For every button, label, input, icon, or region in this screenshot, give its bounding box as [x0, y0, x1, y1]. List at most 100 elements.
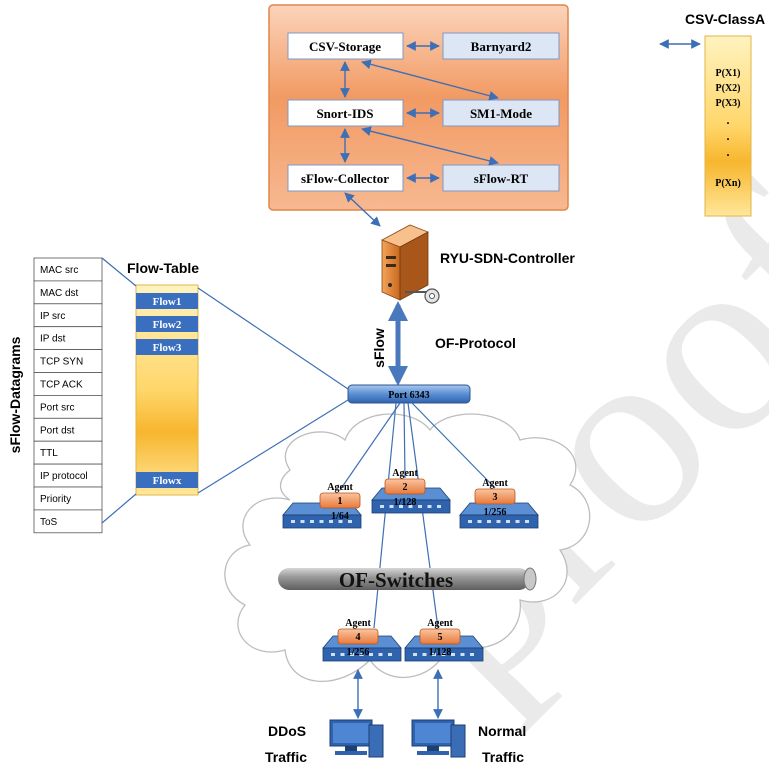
switch-port: [319, 520, 324, 523]
switch-port: [338, 520, 343, 523]
switch-port: [399, 505, 403, 508]
switch-port: [506, 520, 510, 523]
agent-badge: [474, 488, 516, 505]
switch-port: [331, 653, 335, 656]
switch-port: [451, 653, 455, 656]
switch-port: [470, 653, 474, 656]
csv-classa-title: CSV-ClassA: [685, 11, 765, 27]
flow-row: Flow3: [153, 342, 182, 354]
csv-classa: CSV-ClassA P(X1) P(X2) P(X3) . . . P(Xn): [685, 11, 765, 217]
switch-3: Agent 3 1/256: [459, 478, 539, 529]
datagram-field-label: Priority: [40, 494, 71, 505]
classa-item: .: [727, 145, 730, 159]
switch-1: Agent 1 1/64: [282, 482, 362, 529]
switch-port: [348, 520, 352, 523]
switch-port: [487, 520, 491, 523]
switch-port: [378, 653, 383, 656]
agent-number: 2: [403, 482, 408, 493]
switch-port: [460, 653, 465, 656]
switch-port: [329, 520, 333, 523]
flow-table-title: Flow-Table: [127, 260, 199, 276]
switch-port: [427, 505, 432, 508]
classa-item: P(X2): [716, 83, 741, 94]
datagram-field-label: TTL: [40, 448, 58, 459]
datagram-field-label: ToS: [40, 517, 58, 528]
switch-port: [468, 520, 472, 523]
switch-group: Agent11/64Agent21/128Agent31/256Agent41/…: [282, 468, 539, 662]
agent-badge: [384, 478, 426, 495]
normal-computer-icon: [411, 719, 466, 758]
agent-badge: [337, 628, 379, 645]
agent-badge: [419, 628, 461, 645]
of-switches-pipe: OF-Switches: [278, 567, 537, 592]
switch-port: [477, 520, 482, 523]
connector-lines: [101, 257, 349, 524]
sflow-link-label: sFlow: [371, 328, 387, 368]
classa-item: .: [727, 129, 730, 143]
datagram-field-label: TCP SYN: [40, 357, 83, 368]
datagram-field-cell: [33, 509, 103, 534]
datagram-field-label: MAC dst: [40, 288, 79, 299]
of-switches-label: OF-Switches: [339, 568, 453, 592]
agent-number: 3: [493, 492, 498, 503]
datagram-field-label: MAC src: [40, 265, 78, 276]
sampling-rate: 1/64: [331, 511, 349, 522]
agent-word: Agent: [392, 468, 418, 479]
switch-port: [418, 505, 422, 508]
switch-port: [369, 653, 373, 656]
sm1-mode-label: SM1-Mode: [470, 106, 532, 121]
switch-port: [515, 520, 520, 523]
switch-port: [413, 653, 417, 656]
switch-port: [310, 520, 314, 523]
switch-4: Agent 4 1/256: [322, 618, 402, 662]
port-label: Port 6343: [388, 390, 429, 401]
switch-port: [340, 653, 345, 656]
classa-item: .: [727, 113, 730, 127]
flow-row: Flow2: [153, 319, 182, 331]
switch-port: [350, 653, 354, 656]
agent-word: Agent: [345, 618, 371, 629]
switch-port: [441, 653, 446, 656]
switch-port: [291, 520, 295, 523]
sampling-rate: 1/256: [484, 507, 507, 518]
switch-port: [380, 505, 384, 508]
switch-2: Agent 2 1/128: [371, 468, 451, 514]
classa-item: P(X1): [716, 68, 741, 79]
switch-port: [408, 505, 413, 508]
storage-panel: CSV-Storage Barnyard2 Snort-IDS SM1-Mode…: [268, 4, 701, 227]
barnyard-label: Barnyard2: [471, 39, 532, 54]
of-protocol-label: OF-Protocol: [435, 335, 516, 351]
sampling-rate: 1/128: [394, 497, 417, 508]
agent-word: Agent: [427, 618, 453, 629]
switch-port: [437, 505, 441, 508]
port-bar: Port 6343: [347, 384, 471, 404]
switch-cables: [339, 402, 496, 629]
classa-item: P(Xn): [715, 178, 741, 189]
sampling-rate: 1/256: [347, 647, 370, 658]
datagram-field-label: IP protocol: [40, 471, 88, 482]
agent-badge: [319, 492, 361, 509]
datagram-field-label: IP src: [40, 311, 65, 322]
agent-number: 1: [338, 496, 343, 507]
sflow-collector-label: sFlow-Collector: [301, 171, 389, 186]
datagram-field-label: Port dst: [40, 425, 75, 436]
switch-port: [388, 653, 392, 656]
server-icon: [381, 224, 429, 301]
switch-port: [359, 653, 364, 656]
snort-ids-label: Snort-IDS: [316, 106, 373, 121]
switch-port: [389, 505, 394, 508]
classa-item: P(X3): [716, 98, 741, 109]
key-icon: [405, 288, 440, 304]
switch-port: [300, 520, 305, 523]
switch-port: [496, 520, 501, 523]
switch-port: [422, 653, 427, 656]
normal-traffic-label-2: Traffic: [482, 749, 524, 765]
switch-port: [525, 520, 529, 523]
agent-number: 4: [356, 632, 361, 643]
datagrams-title: sFlow-Datagrams: [7, 336, 23, 453]
agent-word: Agent: [482, 478, 508, 489]
agent-word: Agent: [327, 482, 353, 493]
csv-storage-label: CSV-Storage: [309, 39, 381, 54]
switch-port: [432, 653, 436, 656]
